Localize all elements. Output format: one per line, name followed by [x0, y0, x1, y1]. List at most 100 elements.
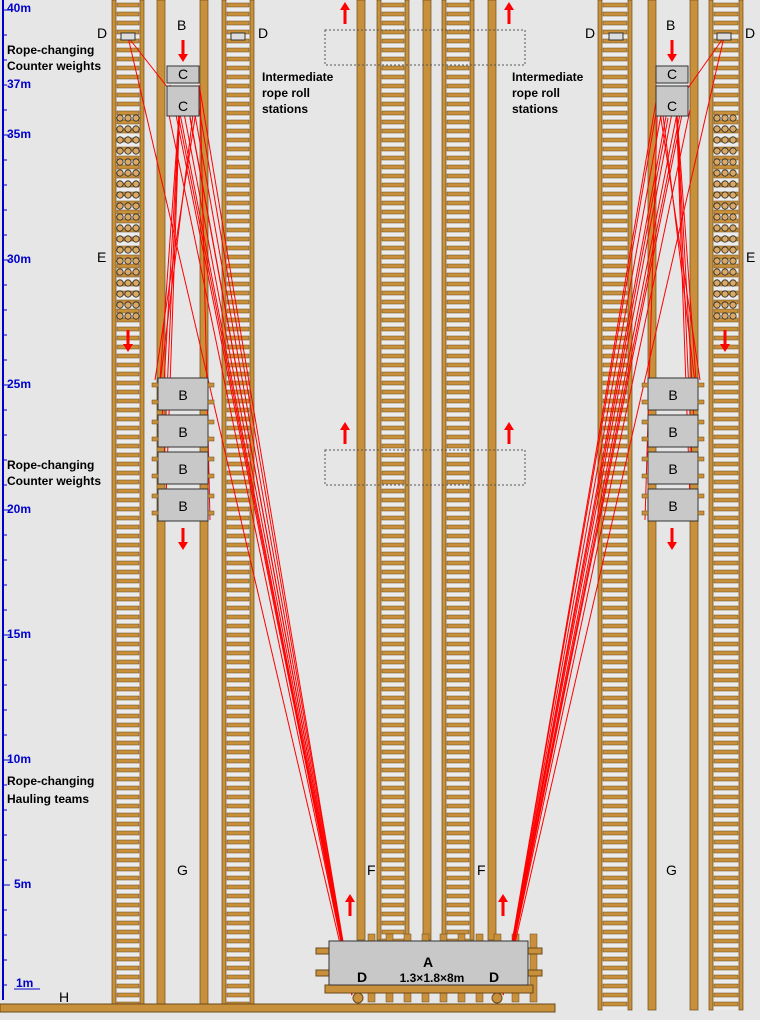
- ladder-rung: [226, 776, 250, 782]
- scale-37m: 37m: [7, 77, 31, 91]
- ladder-rung: [446, 443, 470, 449]
- ladder-rung: [381, 281, 405, 287]
- ladder-rung: [116, 893, 140, 899]
- worker-figure: [721, 279, 729, 287]
- ladder-rung: [116, 353, 140, 359]
- worker-figure: [116, 202, 124, 210]
- rope: [502, 109, 691, 996]
- worker-figure: [124, 158, 132, 166]
- letter-F-left: F: [367, 862, 376, 878]
- ladder-rung: [381, 146, 405, 152]
- ladder-rung: [116, 983, 140, 989]
- intermediate-station-mid: [324, 449, 526, 486]
- ladder-rung: [602, 776, 628, 782]
- ladder-rung: [602, 731, 628, 737]
- ladder-rung: [381, 326, 405, 332]
- worker-figure: [132, 224, 140, 232]
- ladder-rung: [381, 884, 405, 890]
- ladder-rung: [713, 506, 739, 512]
- ladder-rung: [602, 947, 628, 953]
- rope: [502, 91, 677, 996]
- ladder-rung: [602, 47, 628, 53]
- ladder-rung: [116, 767, 140, 773]
- ladder-rung: [226, 11, 250, 17]
- ladder-rung: [713, 11, 739, 17]
- worker-figure: [721, 125, 729, 133]
- ladder-rung: [446, 326, 470, 332]
- worker-figure: [116, 312, 124, 320]
- ladder-rung: [446, 281, 470, 287]
- ladder-rung: [713, 911, 739, 917]
- ladder-rung: [446, 677, 470, 683]
- weight-peg: [207, 382, 215, 388]
- weight-peg: [151, 510, 159, 516]
- rope: [157, 89, 197, 401]
- worker-figure: [713, 158, 721, 166]
- ladder-rung: [381, 272, 405, 278]
- ladder-rung: [713, 812, 739, 818]
- letter-B-weight: B: [178, 387, 187, 403]
- ladder-rung: [713, 767, 739, 773]
- ladder-rung: [116, 686, 140, 692]
- ladder-rung: [446, 290, 470, 296]
- up-arrow-head: [345, 894, 355, 902]
- ladder-rung: [602, 911, 628, 917]
- ladder-rung: [381, 371, 405, 377]
- ladder-rung: [226, 749, 250, 755]
- ladder-rung: [226, 569, 250, 575]
- ladder-rung: [602, 155, 628, 161]
- rope: [644, 87, 659, 521]
- caption-intermediate-left-2: rope roll: [262, 86, 310, 100]
- weight-peg: [697, 456, 705, 462]
- ladder-rung: [381, 119, 405, 125]
- ladder-rung: [226, 209, 250, 215]
- ladder-rung: [226, 920, 250, 926]
- ladder-rung: [602, 920, 628, 926]
- ladder-rung: [226, 668, 250, 674]
- caption-intermediate-right-3: stations: [512, 102, 558, 116]
- ladder-rung: [446, 380, 470, 386]
- ladder-rung: [446, 119, 470, 125]
- ladder-rung: [713, 461, 739, 467]
- ladder-rung: [713, 515, 739, 521]
- ladder-rung: [381, 821, 405, 827]
- ladder-rung: [602, 830, 628, 836]
- ladder-rung: [226, 929, 250, 935]
- down-arrow-head: [178, 542, 188, 550]
- weight-peg: [641, 399, 649, 405]
- ladder-rung: [602, 1001, 628, 1007]
- ladder-rung: [602, 254, 628, 260]
- ladder-rung: [116, 389, 140, 395]
- roller-left-stub: [315, 947, 331, 955]
- ladder-rung: [602, 956, 628, 962]
- rope: [502, 89, 659, 996]
- weight-peg: [151, 419, 159, 425]
- weight-peg: [207, 473, 215, 479]
- ladder-rung: [381, 38, 405, 44]
- roller-right-stub-2: [527, 969, 543, 977]
- ladder-rung: [381, 533, 405, 539]
- ladder-rung: [602, 767, 628, 773]
- ladder-rung: [116, 821, 140, 827]
- ladder-rung: [116, 875, 140, 881]
- worker-figure: [132, 279, 140, 287]
- ladder-rung: [602, 488, 628, 494]
- scale-1m: 1m: [16, 976, 33, 990]
- ladder-rung: [602, 623, 628, 629]
- worker-figure: [721, 235, 729, 243]
- worker-figure: [729, 235, 737, 243]
- ladder-rung: [226, 308, 250, 314]
- ladder-rung: [226, 146, 250, 152]
- worker-figure: [132, 125, 140, 133]
- weight-peg: [207, 419, 215, 425]
- weight-peg: [641, 510, 649, 516]
- ladder-rung: [381, 83, 405, 89]
- ladder-rung: [226, 218, 250, 224]
- ladder-rung: [446, 812, 470, 818]
- ladder-rung: [116, 506, 140, 512]
- ladder-rung: [602, 353, 628, 359]
- ladder-rung: [713, 605, 739, 611]
- ladder-rung: [116, 902, 140, 908]
- ladder-rung: [602, 641, 628, 647]
